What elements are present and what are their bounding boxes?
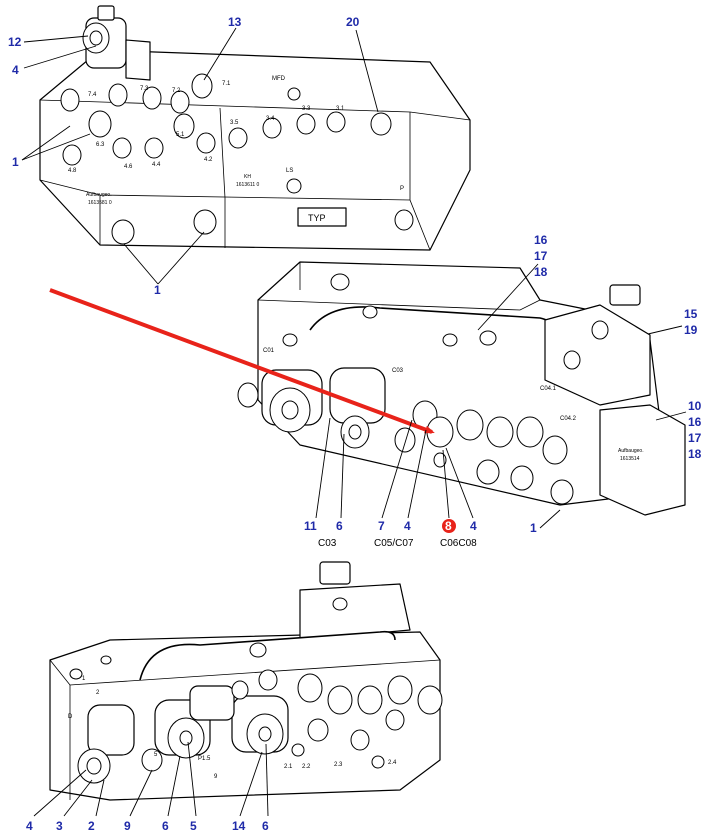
valve-cartridges-bottom — [231, 669, 443, 751]
plate-text: 1613514 — [620, 456, 640, 462]
port-label: P — [400, 186, 404, 192]
callout-17: 17 — [688, 431, 702, 445]
plate-text: Aufbaugeo. — [618, 448, 644, 454]
port-label: 4.4 — [152, 162, 161, 168]
block-label: 2.4 — [388, 760, 397, 766]
block-label: C01 — [263, 348, 275, 354]
valve-cartridges-middle — [412, 320, 609, 505]
code-c03: C03 — [318, 538, 337, 549]
callout-12: 12 — [8, 35, 22, 49]
callout-11: 11 — [304, 519, 317, 533]
port-label: 3.4 — [266, 116, 275, 122]
code-c06c08: C06C08 — [440, 538, 477, 549]
callout-4: 4 — [12, 63, 19, 77]
callout-4: 4 — [470, 519, 477, 533]
block-label: 2.1 — [284, 764, 293, 770]
port-label: 4.2 — [204, 157, 213, 163]
callout-10: 10 — [688, 399, 702, 413]
top-leader-lines — [21, 27, 379, 285]
solenoid-coil-top — [82, 5, 151, 81]
typ-plate: TYP — [297, 207, 347, 227]
typ-label: TYP — [308, 213, 326, 223]
highlight-badge — [442, 519, 456, 533]
port-label: 7.3 — [140, 86, 149, 92]
callout-5: 5 — [190, 819, 197, 833]
callout-17: 17 — [534, 249, 548, 263]
callout-20: 20 — [346, 15, 360, 29]
callout-18: 18 — [534, 265, 548, 279]
ports-top — [62, 87, 414, 245]
plate-text: KH — [244, 174, 251, 180]
callout-18: 18 — [688, 447, 702, 461]
port-label: 4.8 — [68, 168, 77, 174]
callout-8: 8 — [445, 519, 452, 533]
port-label: 3.5 — [230, 120, 239, 126]
callout-6: 6 — [262, 819, 269, 833]
callout-2: 2 — [88, 819, 95, 833]
port-label: 4.6 — [124, 164, 133, 170]
top-valve-block: 7.1 7.4 7.2 7.3 6.3 5.1 4.8 4.6 4.4 4.2 … — [39, 5, 471, 251]
callout-6: 6 — [162, 819, 169, 833]
callout-19: 19 — [684, 323, 698, 337]
callout-4: 4 — [26, 819, 33, 833]
port-label: 7.2 — [172, 88, 181, 94]
callout-9: 9 — [124, 819, 131, 833]
callout-3: 3 — [56, 819, 63, 833]
bottom-valve-block: 1 2 5 9 D 2.1 2.2 2.3 2.4 P1.5 — [49, 561, 443, 801]
block-label: C04.2 — [560, 416, 577, 422]
block-label: 2 — [96, 690, 100, 696]
block-label: C04.1 — [540, 386, 557, 392]
bottom-callouts: 4 3 2 9 6 5 14 6 — [26, 819, 269, 833]
callout-1: 1 — [12, 155, 19, 169]
callout-14: 14 — [232, 819, 246, 833]
block-label: D — [68, 714, 73, 720]
callout-1: 1 — [530, 521, 537, 535]
callout-15: 15 — [684, 307, 698, 321]
callout-6: 6 — [336, 519, 343, 533]
block-label: 1 — [82, 676, 86, 682]
ports-middle — [282, 273, 497, 347]
plate-text: 1613611 0 — [236, 182, 259, 188]
plate-text: 1613581 0 — [88, 200, 112, 206]
port-label: 3.3 — [302, 106, 311, 112]
middle-callouts: 16 17 18 15 19 10 16 17 18 11 6 7 4 8 4 … — [304, 233, 702, 549]
fittings-top — [60, 73, 213, 139]
highlight-arrow — [49, 288, 435, 434]
plate-text: Aufbaugeo. — [86, 192, 112, 198]
code-c05c07: C05/C07 — [374, 538, 414, 549]
callout-16: 16 — [534, 233, 548, 247]
port-label: MFD — [272, 76, 286, 82]
port-label: 7.1 — [222, 81, 231, 87]
block-label: C03 — [392, 368, 404, 374]
top-callouts: 12 4 13 20 1 1 — [8, 15, 360, 297]
block-label: 2.3 — [334, 762, 343, 768]
callout-7: 7 — [378, 519, 385, 533]
ports-bottom — [69, 597, 385, 769]
bottom-leader-lines — [33, 741, 269, 817]
port-label: LS — [286, 168, 293, 174]
middle-valve-block: Aufbaugeo. 1613514 — [237, 261, 686, 516]
solenoid-coils-bottom — [77, 685, 289, 784]
middle-leader-lines — [315, 263, 687, 529]
block-label: 9 — [214, 774, 218, 780]
block-label: 2.2 — [302, 764, 311, 770]
callout-4: 4 — [404, 519, 411, 533]
block-label: P1.5 — [198, 756, 211, 762]
port-label: 7.4 — [88, 92, 97, 98]
port-labels-top: 7.1 7.4 7.2 7.3 6.3 5.1 4.8 4.6 4.4 4.2 … — [68, 76, 404, 206]
port-label: 6.3 — [96, 142, 105, 148]
block-label: 5 — [154, 752, 158, 758]
port-label: 3.1 — [336, 106, 345, 112]
port-label: 5.1 — [176, 132, 185, 138]
callout-1: 1 — [154, 283, 161, 297]
callout-13: 13 — [228, 15, 242, 29]
callout-16: 16 — [688, 415, 702, 429]
